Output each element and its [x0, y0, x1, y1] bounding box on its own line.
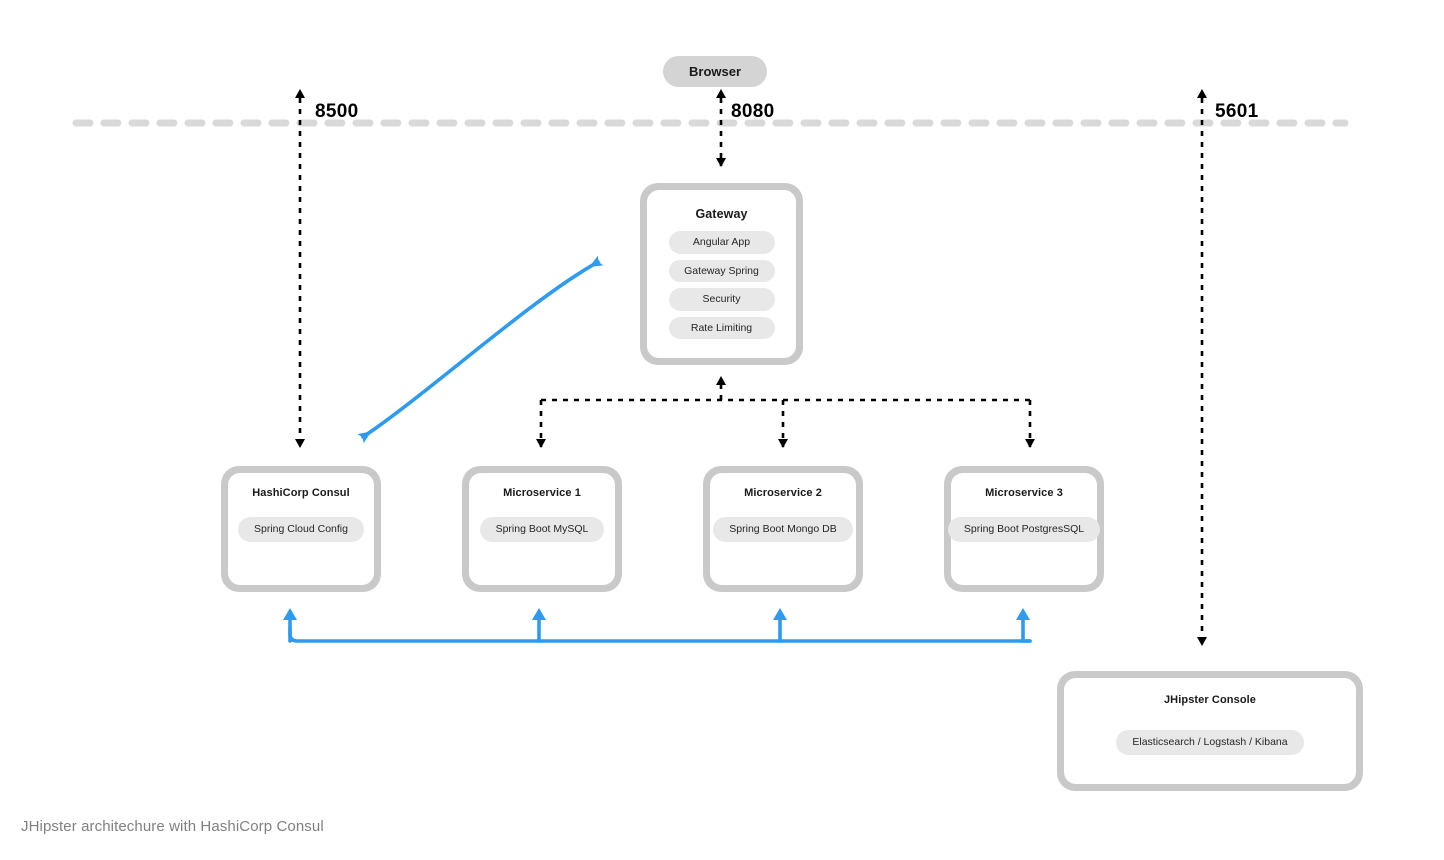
gateway-title: Gateway: [695, 207, 748, 221]
microservice-3-component[interactable]: Spring Boot PostgresSQL: [947, 517, 1101, 542]
edge-logging-bus-right-riser: [1016, 608, 1032, 643]
port-label-8500: 8500: [315, 101, 359, 122]
gateway-component-rate-limiting[interactable]: Rate Limiting: [668, 316, 775, 339]
gateway-component-angular-app[interactable]: Angular App: [668, 231, 775, 254]
microservice-1-inner: Microservice 1 Spring Boot MySQL: [469, 473, 615, 585]
jhipster-console-component[interactable]: Elasticsearch / Logstash / Kibana: [1116, 730, 1304, 755]
microservice-3-inner: Microservice 3 Spring Boot PostgresSQL: [947, 473, 1101, 585]
jhipster-console-node[interactable]: JHipster Console Elasticsearch / Logstas…: [1057, 671, 1363, 791]
microservice-3-title: Microservice 3: [985, 487, 1063, 499]
edge-consul-gateway-curve: [357, 255, 604, 444]
gateway-component-security[interactable]: Security: [668, 288, 775, 311]
consul-title: HashiCorp Consul: [252, 487, 350, 499]
gateway-component-list: Angular App Gateway Spring Security Rate…: [668, 231, 775, 339]
service-node-microservice-2[interactable]: Microservice 2 Spring Boot Mongo DB: [703, 466, 863, 592]
gateway-inner: Gateway Angular App Gateway Spring Secur…: [647, 190, 796, 358]
microservice-1-title: Microservice 1: [503, 487, 581, 499]
gateway-node[interactable]: Gateway Angular App Gateway Spring Secur…: [640, 183, 803, 365]
browser-node[interactable]: Browser: [663, 56, 768, 87]
microservice-2-component[interactable]: Spring Boot Mongo DB: [713, 517, 853, 542]
microservice-2-title: Microservice 2: [744, 487, 822, 499]
gateway-component-gateway-spring[interactable]: Gateway Spring: [668, 259, 775, 282]
consul-component[interactable]: Spring Cloud Config: [238, 517, 364, 542]
microservice-1-component[interactable]: Spring Boot MySQL: [479, 517, 605, 542]
port-label-8080: 8080: [731, 101, 775, 122]
microservice-2-inner: Microservice 2 Spring Boot Mongo DB: [710, 473, 856, 585]
jhipster-console-title: JHipster Console: [1163, 694, 1257, 706]
diagram-caption: JHipster architechure with HashiCorp Con…: [21, 818, 324, 835]
port-label-5601: 5601: [1215, 101, 1259, 122]
edge-logging-bus-rail: [288, 626, 1032, 643]
service-node-microservice-1[interactable]: Microservice 1 Spring Boot MySQL: [462, 466, 622, 592]
service-node-microservice-3[interactable]: Microservice 3 Spring Boot PostgresSQL: [944, 466, 1104, 592]
consul-inner: HashiCorp Consul Spring Cloud Config: [228, 473, 374, 585]
service-node-consul[interactable]: HashiCorp Consul Spring Cloud Config: [221, 466, 381, 592]
jhipster-console-inner: JHipster Console Elasticsearch / Logstas…: [1064, 678, 1356, 784]
